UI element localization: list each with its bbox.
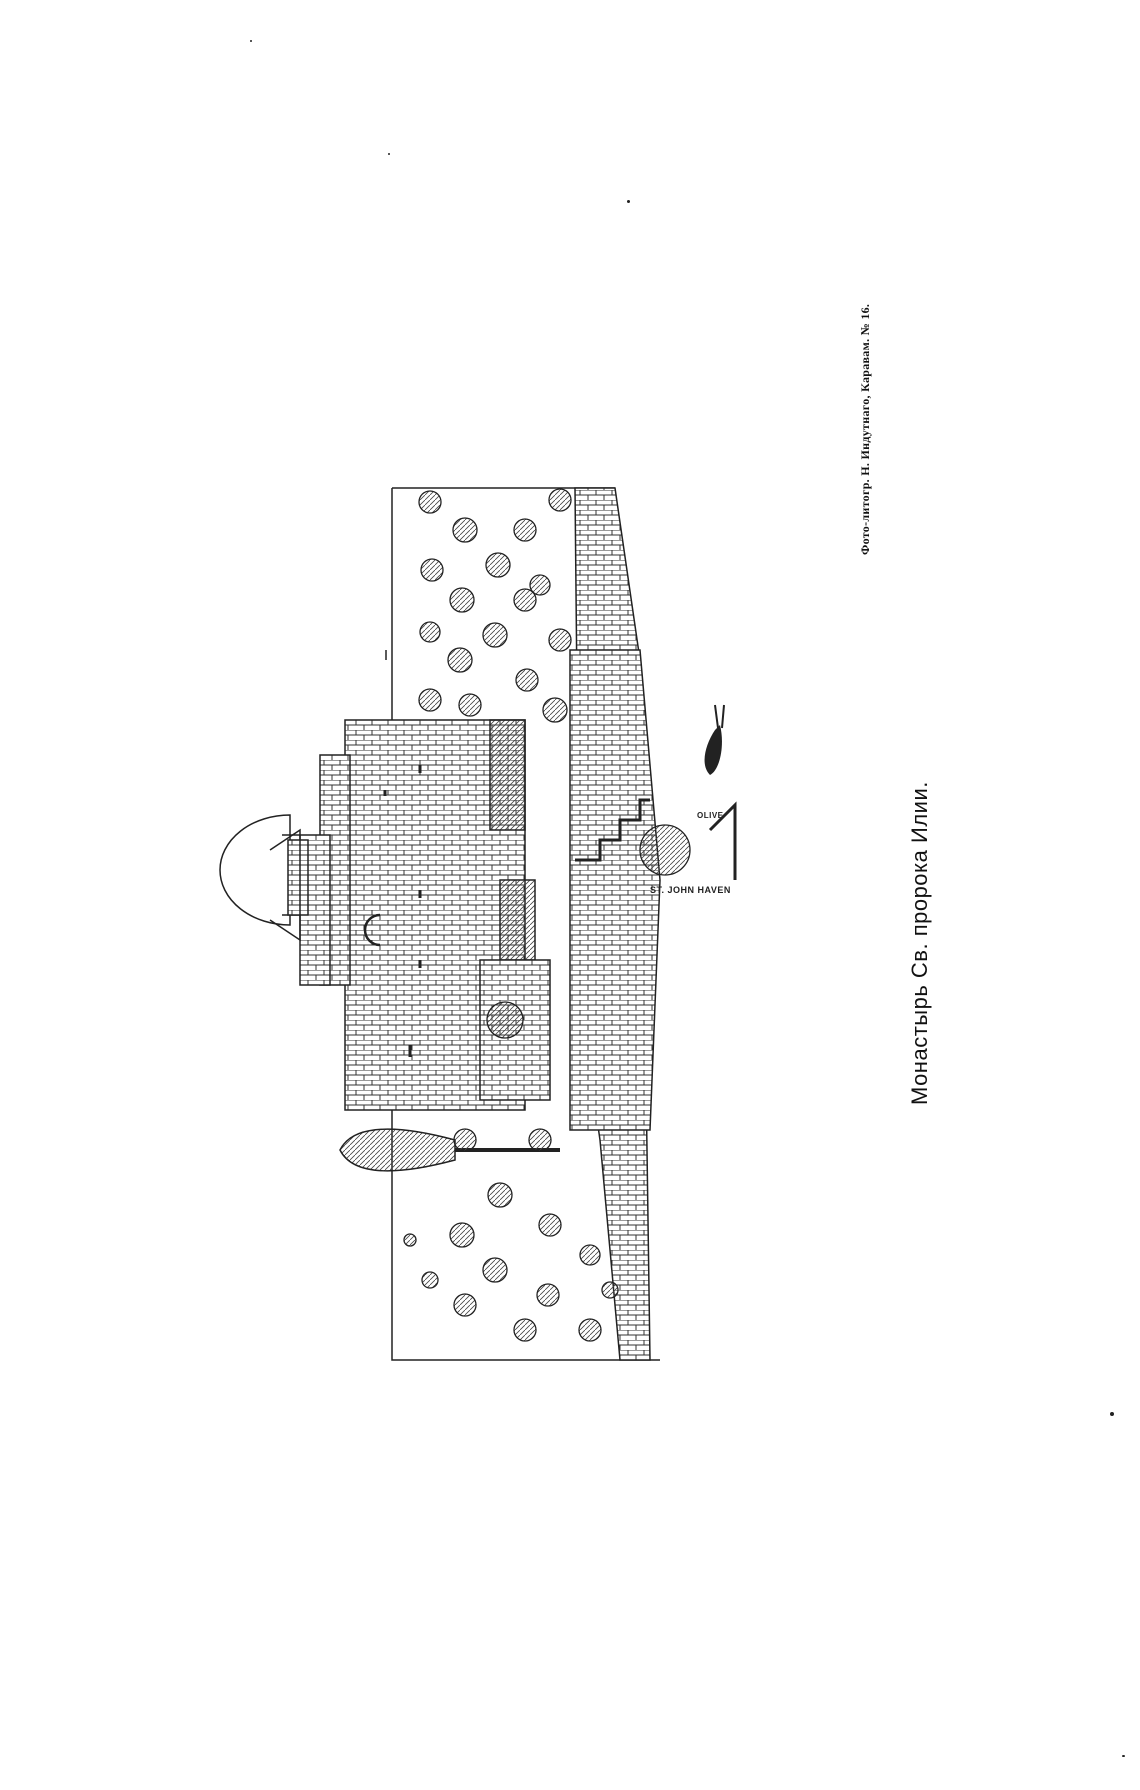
speck	[388, 153, 390, 155]
speck	[250, 40, 252, 42]
speck	[627, 200, 630, 203]
drawing-label-olive: OLIVE	[697, 811, 724, 820]
speck	[1110, 1412, 1114, 1416]
speck	[1122, 1755, 1125, 1757]
drawing-label-st-john-haven: ST. JOHN HAVEN	[650, 885, 731, 895]
